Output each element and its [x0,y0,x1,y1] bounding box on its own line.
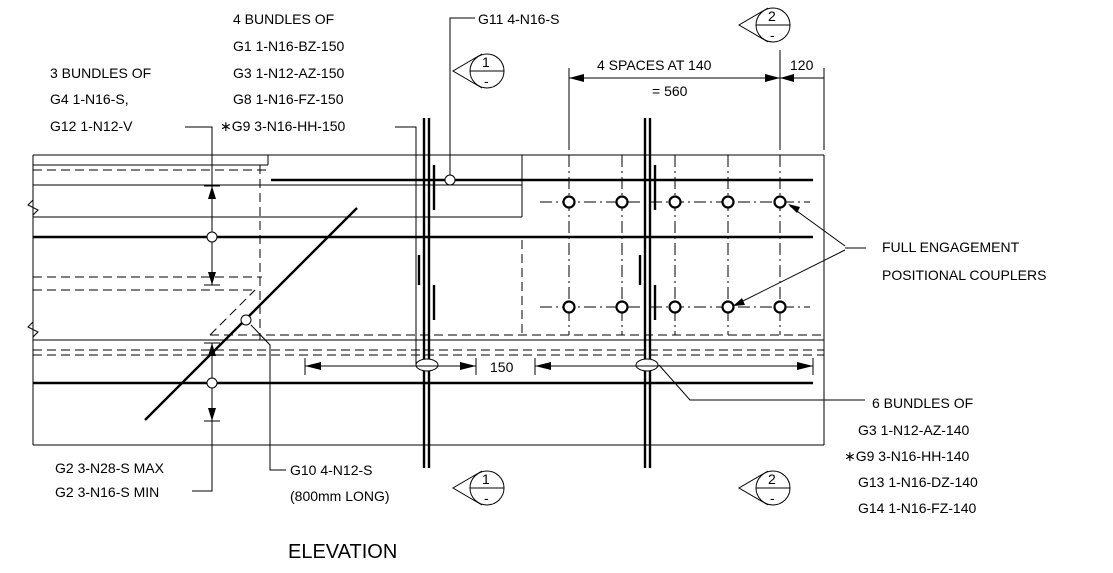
section-num: 1 [482,471,490,487]
callout-top-left: 3 BUNDLES OF G4 1-N16-S, G12 1-N12-V [50,65,151,134]
top-dimensions: 4 SPACES AT 140 = 560 120 [568,50,825,150]
callout-line: 6 BUNDLES OF [872,395,973,411]
callout-line: 4 BUNDLES OF [233,11,334,27]
callout-top-mid: 4 BUNDLES OF G1 1-N16-BZ-150 G3 1-N12-AZ… [220,11,346,134]
callout-line: G3 1-N12-AZ-140 [858,422,969,438]
callout-line: FULL ENGAGEMENT [882,239,1020,255]
callout-line: (800mm LONG) [290,488,390,504]
section-marker-2-bottom: 2 - [738,470,791,506]
section-num: 2 [768,8,776,24]
spacing-label: 4 SPACES AT 140 [597,57,712,73]
longitudinal-bars [33,178,813,421]
coupler [773,300,787,314]
coupler [668,300,682,314]
callout-line: G14 1-N16-FZ-140 [858,500,976,516]
coupler [562,195,576,209]
callout-line: POSITIONAL COUPLERS [882,267,1046,283]
callout-line: G8 1-N16-FZ-150 [233,91,344,107]
callout-line: G3 1-N12-AZ-150 [233,65,344,81]
callout-couplers: FULL ENGAGEMENT POSITIONAL COUPLERS [882,239,1046,283]
drawing-title: ELEVATION [288,541,397,563]
leader-lines [185,17,866,492]
coupler [615,300,629,314]
coupler [562,300,576,314]
callout-line: G12 1-N12-V [50,118,133,134]
callout-line: G2 3-N28-S MAX [55,460,165,476]
coupler [668,195,682,209]
callout-line: G2 3-N16-S MIN [55,484,159,500]
section-marker-2-top: 2 - [738,7,791,43]
callout-line: 3 BUNDLES OF [50,65,151,81]
section-marker-1-top: 1 - [452,53,505,89]
callout-bottom-right: 6 BUNDLES OF G3 1-N12-AZ-140 ∗G9 3-N16-H… [844,395,978,516]
vertical-bundles [417,118,657,468]
section-num: 1 [482,54,490,70]
dimension-150: 150 [304,358,814,375]
dim-150-label: 150 [490,359,514,375]
section-num: 2 [768,471,776,487]
callout-line: G13 1-N16-DZ-140 [858,474,978,490]
bar-marks [206,174,659,389]
callout-line: ∗G9 3-N16-HH-150 [220,118,346,134]
section-marker-1-bottom: 1 - [452,470,505,506]
break-marks [27,199,39,338]
coupler [615,195,629,209]
coupler [721,300,735,314]
callout-line: ∗G9 3-N16-HH-140 [844,448,970,464]
section-sub: - [770,490,775,506]
callout-line: G10 4-N12-S [290,462,372,478]
coupler [721,195,735,209]
section-sub: - [770,27,775,43]
end-dim-label: 120 [790,57,814,73]
callout-g10: G10 4-N12-S (800mm LONG) [290,462,390,504]
section-sub: - [484,490,489,506]
coupler [773,195,787,209]
callout-g11: G11 4-N16-S [478,11,559,27]
callout-line: G4 1-N16-S, [50,91,129,107]
callout-line: G1 1-N16-BZ-150 [233,38,344,54]
beam-outline [32,154,825,446]
couplers [562,195,787,314]
spacing-total: = 560 [652,83,688,99]
section-sub: - [484,73,489,89]
callout-g2: G2 3-N28-S MAX G2 3-N16-S MIN [55,460,165,500]
